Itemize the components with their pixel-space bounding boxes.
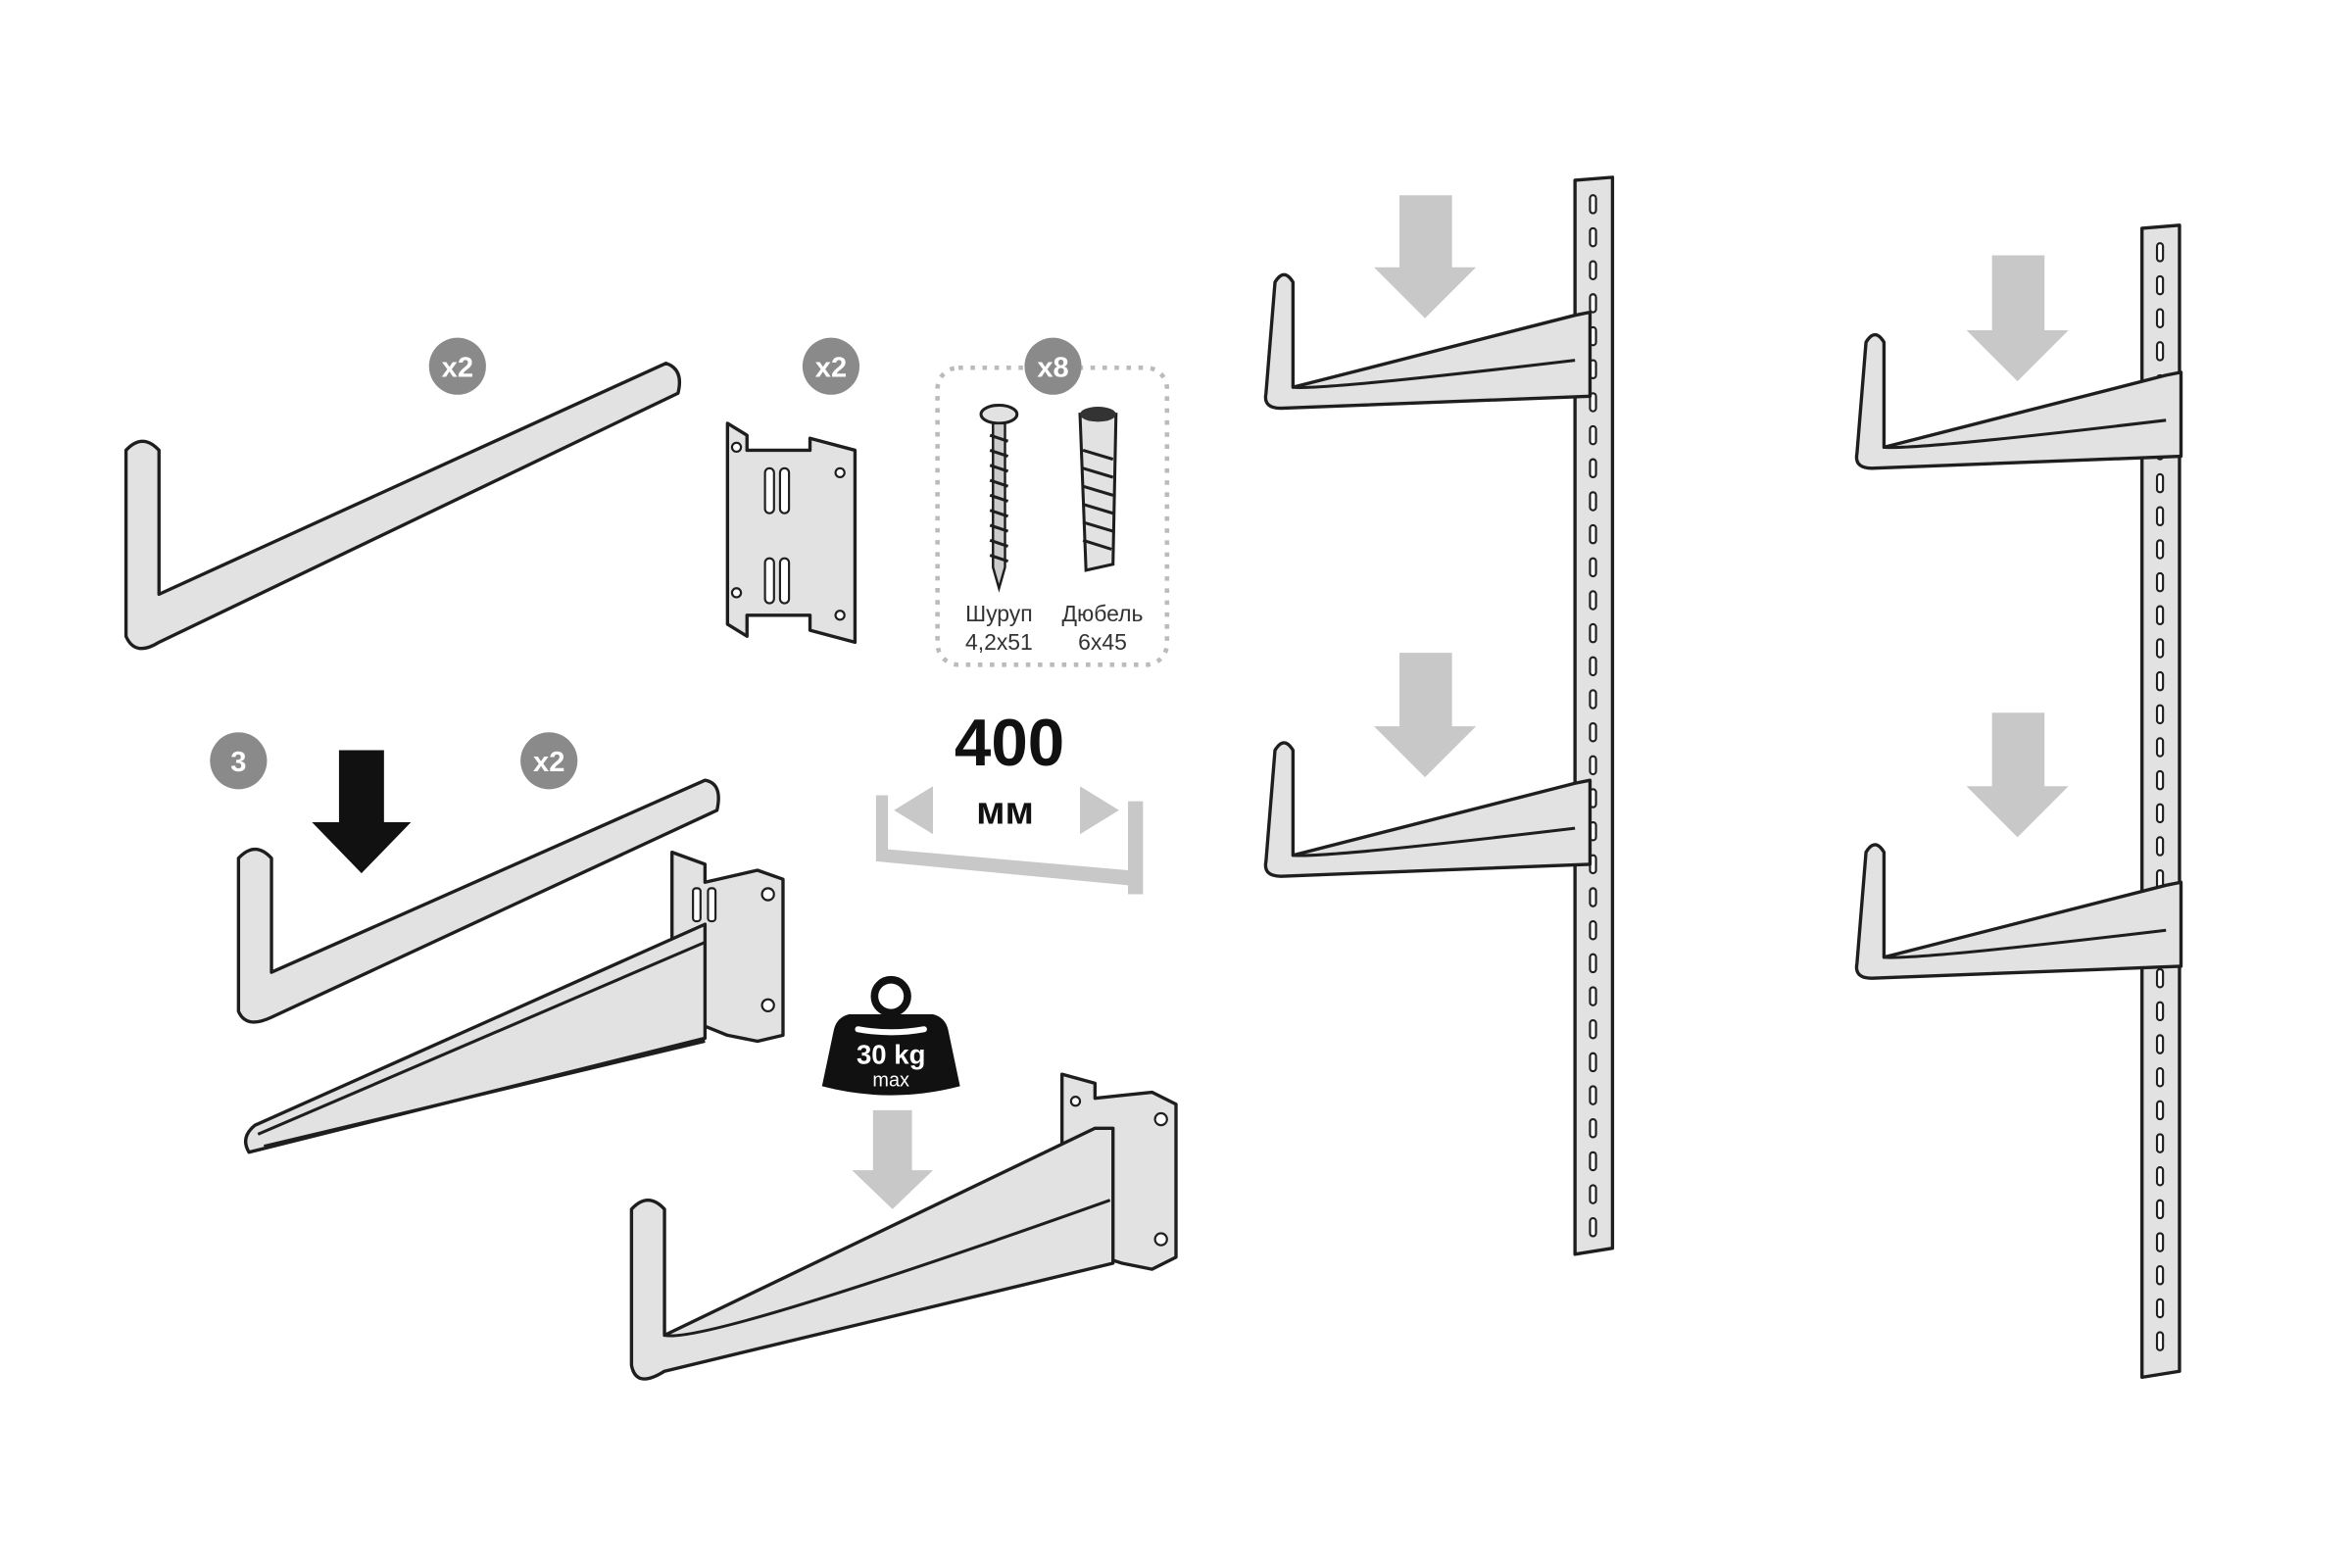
rail-slot xyxy=(1589,557,1597,578)
dimension-unit: мм xyxy=(976,790,1034,833)
rail-slot xyxy=(2155,1298,2165,1319)
rail-slot xyxy=(2155,571,2165,593)
rail-slot xyxy=(1589,1217,1597,1238)
rail-slot xyxy=(1589,1151,1597,1172)
screw-size: 4,2x51 xyxy=(965,629,1033,655)
rail-slot xyxy=(2155,967,2165,989)
qty-badge-connectors: x2 xyxy=(802,337,860,395)
qty-badge-rods: x2 xyxy=(428,337,486,395)
screw-icon xyxy=(979,403,1019,593)
down-arrow-icon xyxy=(1374,195,1477,318)
svg-text:max: max xyxy=(872,1069,909,1091)
rail-slot xyxy=(2155,1066,2165,1088)
down-arrow-icon xyxy=(852,1109,934,1209)
rail-slot xyxy=(1589,1019,1597,1040)
down-arrow-icon xyxy=(1966,712,2069,838)
rail-slot xyxy=(1589,986,1597,1006)
rail-slot xyxy=(2155,1034,2165,1054)
rail-slot xyxy=(1589,919,1597,941)
wall-rail xyxy=(2140,223,2181,1380)
rail-slot xyxy=(1589,424,1597,446)
arrow-left-icon xyxy=(894,786,934,835)
qty-badge-brackets: x2 xyxy=(520,732,578,790)
rail-slot xyxy=(1589,260,1597,281)
dowel-name: Дюбель xyxy=(1062,601,1144,626)
rail-slot xyxy=(2155,274,2165,296)
connector-plate-part xyxy=(725,421,858,645)
rail-slot xyxy=(1589,1085,1597,1105)
rail-slot xyxy=(2155,1199,2165,1220)
assembled-bracket-part xyxy=(629,1072,1178,1381)
screw-name: Шуруп xyxy=(965,601,1033,626)
rail-slot xyxy=(1589,622,1597,644)
weight-icon: 30 kg max xyxy=(821,975,960,1096)
rail-slot xyxy=(2155,605,2165,626)
rail-slot xyxy=(1589,194,1597,215)
arrow-right-icon xyxy=(1080,786,1119,835)
rail-slot xyxy=(2155,737,2165,758)
rail-slot xyxy=(2155,472,2165,494)
rail-slot xyxy=(1589,1184,1597,1204)
dimension-value: 400 xyxy=(955,707,1064,780)
rail-slot xyxy=(2155,341,2165,362)
rail-slot xyxy=(2155,803,2165,824)
rail-slot xyxy=(1589,953,1597,974)
rail-slot xyxy=(1589,887,1597,907)
rail-slot xyxy=(2155,836,2165,857)
rail-slot xyxy=(1589,656,1597,677)
down-arrow-icon xyxy=(1966,255,2069,382)
rail-slot xyxy=(2155,704,2165,725)
svg-text:3: 3 xyxy=(230,747,246,778)
rail-slot xyxy=(1589,1118,1597,1139)
rail-slot xyxy=(2155,1331,2165,1351)
down-arrow-icon xyxy=(312,750,412,874)
rail-slot xyxy=(2155,1133,2165,1153)
rail-slot xyxy=(2155,539,2165,560)
rail-slot xyxy=(1589,755,1597,776)
rail-slot xyxy=(1589,523,1597,545)
rail-slot xyxy=(2155,506,2165,527)
rail-slot xyxy=(1589,226,1597,248)
svg-text:x8: x8 xyxy=(1037,352,1068,383)
rail-slot xyxy=(1589,1052,1597,1073)
rail-slot xyxy=(2155,308,2165,328)
svg-text:30 kg: 30 kg xyxy=(857,1039,925,1069)
rail-slot xyxy=(2155,670,2165,692)
rail-slot xyxy=(2155,638,2165,659)
rail-slot xyxy=(2155,1265,2165,1286)
mounted-bracket xyxy=(1854,843,2183,980)
rail-slot xyxy=(1589,689,1597,710)
svg-text:x2: x2 xyxy=(442,352,473,383)
dowel-size: 6x45 xyxy=(1078,629,1127,655)
rail-slot xyxy=(2155,1001,2165,1022)
rail-slot xyxy=(1589,721,1597,743)
rail-slot xyxy=(2155,1100,2165,1121)
rail-slot xyxy=(1589,392,1597,413)
step-badge: 3 xyxy=(210,732,268,790)
svg-text:x2: x2 xyxy=(815,352,847,383)
bracket-frame-part xyxy=(243,850,785,1154)
rod-part xyxy=(123,361,682,651)
rail-slot xyxy=(2155,1232,2165,1252)
dowel-icon xyxy=(1078,407,1118,572)
rail-slot xyxy=(2155,1166,2165,1187)
fasteners-box: x8 Шуруп 4,2x51 Дюбель 6x45 xyxy=(935,337,1170,667)
dimension-indicator: 400 мм xyxy=(875,707,1144,895)
rod-part-step3 xyxy=(236,778,720,1024)
rail-slot xyxy=(1589,590,1597,611)
rail-slot xyxy=(2155,769,2165,791)
rail-slot xyxy=(1589,293,1597,314)
rail-slot xyxy=(2155,242,2165,263)
rail-slot xyxy=(1589,491,1597,512)
wall-rail xyxy=(1573,175,1615,1256)
svg-text:x2: x2 xyxy=(533,747,564,778)
rail-slot xyxy=(1589,458,1597,479)
down-arrow-icon xyxy=(1374,653,1477,778)
